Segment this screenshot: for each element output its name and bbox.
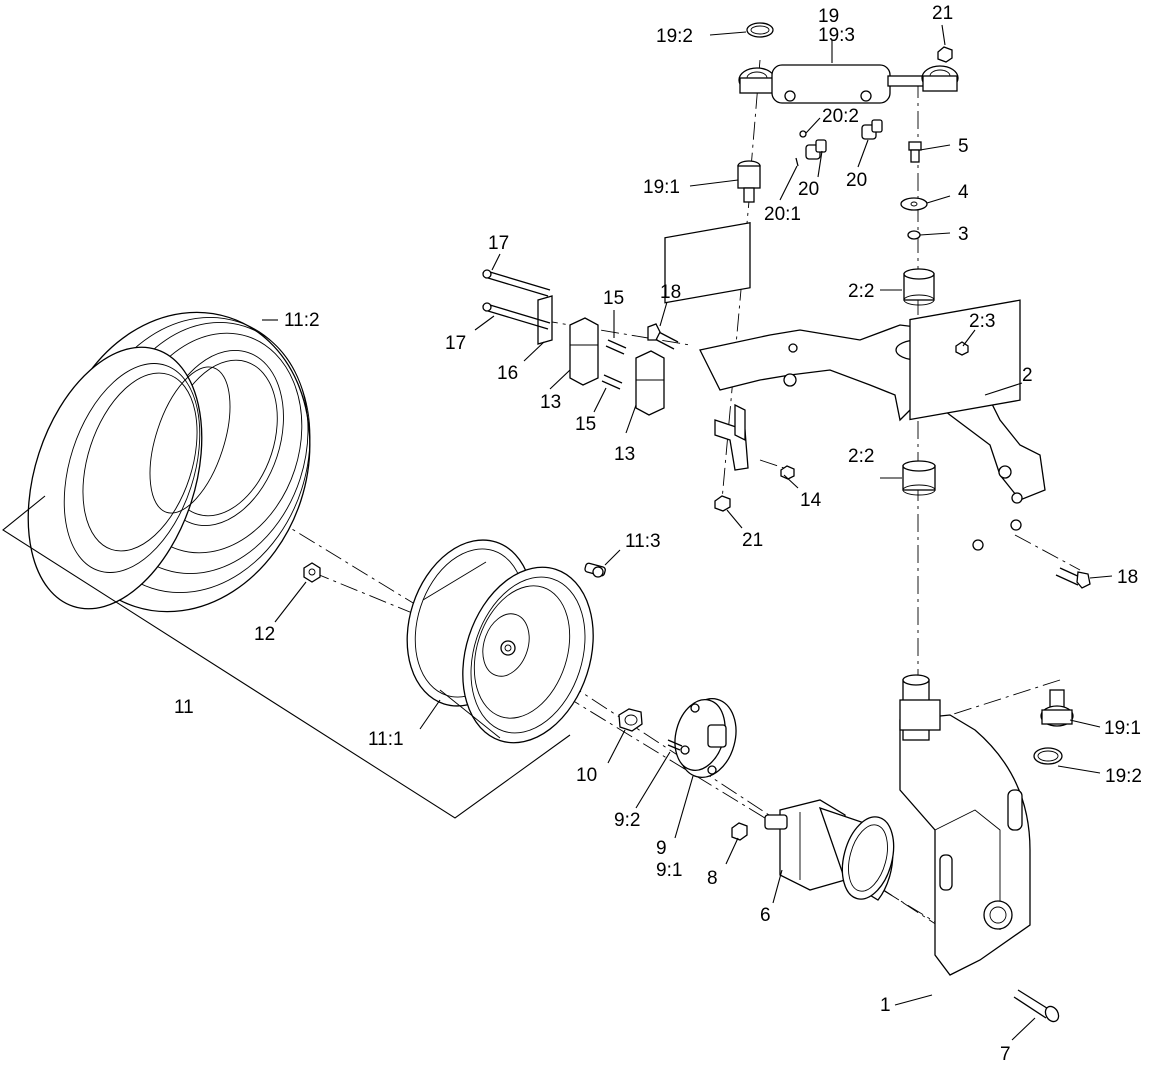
mount-plate <box>537 295 553 345</box>
ball-joint-right <box>1040 689 1074 727</box>
callout-12: 12 <box>254 624 275 645</box>
callout-7: 7 <box>1000 1044 1011 1065</box>
callout-11-3: 11:3 <box>625 531 661 552</box>
callout-11: 11 <box>174 697 194 718</box>
callout-2-3: 2:3 <box>969 311 995 332</box>
hub-nut <box>618 708 643 732</box>
bolt-18-upper <box>647 323 679 350</box>
assembly-bracket-11 <box>2 495 571 819</box>
small-nut <box>780 465 795 480</box>
callout-6: 6 <box>760 905 771 926</box>
callout-2: 2 <box>1022 365 1033 386</box>
o-ring-20-2 <box>799 130 807 138</box>
callout-10: 10 <box>576 765 597 786</box>
wheel-rim <box>406 539 594 744</box>
callout-19-2-right: 19:2 <box>1105 766 1142 787</box>
callout-14: 14 <box>800 490 822 511</box>
callout-5: 5 <box>958 136 969 157</box>
callout-2-2-upper: 2:2 <box>848 281 874 302</box>
cap-screw <box>908 141 922 163</box>
lock-nut-top <box>937 46 953 63</box>
retaining-ring <box>907 230 921 240</box>
grease-fitting <box>955 341 969 356</box>
lock-nut-lower <box>714 495 731 512</box>
callout-13-left: 13 <box>540 392 561 413</box>
callout-11-2: 11:2 <box>284 310 320 331</box>
hydraulic-fitting-left <box>805 139 827 160</box>
bushing-lower <box>902 460 936 496</box>
clamp-block-right <box>635 350 665 416</box>
flat-washer <box>900 197 928 211</box>
callout-3: 3 <box>958 224 969 245</box>
axle-frame <box>664 221 1046 551</box>
clamp-block-left <box>569 317 599 386</box>
callout-9-2: 9:2 <box>614 810 640 831</box>
callout-21-top: 21 <box>932 3 953 24</box>
callout-2-2-lower: 2:2 <box>848 446 874 467</box>
callout-21-lower: 21 <box>742 530 763 551</box>
ball-joint-top <box>737 160 761 203</box>
callout-labels: 1 2 2:2 2:2 2:3 3 4 5 6 7 8 9 9:1 9:2 10… <box>174 3 1142 1065</box>
callout-13-right: 13 <box>614 444 635 465</box>
callout-9: 9 <box>656 838 667 859</box>
snap-ring-right <box>1033 747 1063 765</box>
leader-lines <box>262 24 1113 1041</box>
callout-19-1-top: 19:1 <box>643 177 680 198</box>
lug-nut <box>303 562 321 583</box>
wheel-hub <box>667 698 737 778</box>
callout-20-left: 20 <box>798 179 819 200</box>
valve-stem <box>584 562 606 578</box>
callout-9-1: 9:1 <box>656 860 682 881</box>
pin-15-upper <box>605 339 627 355</box>
callout-19: 19 <box>818 6 839 27</box>
o-ring-20-1 <box>795 157 799 167</box>
callout-20-right: 20 <box>846 170 867 191</box>
callout-20-1: 20:1 <box>764 204 801 225</box>
callout-20-2: 20:2 <box>822 106 859 127</box>
bolt-17-upper <box>482 269 551 297</box>
callout-15-lower: 15 <box>575 414 596 435</box>
callout-18-upper: 18 <box>660 282 681 303</box>
bolt-18-lower <box>1055 567 1091 589</box>
callout-19-3: 19:3 <box>818 25 855 46</box>
callout-15-upper: 15 <box>603 288 624 309</box>
callout-8: 8 <box>707 868 718 889</box>
caster-fork <box>899 674 1031 976</box>
callout-17-upper: 17 <box>488 233 509 254</box>
pin-15-lower <box>601 374 623 390</box>
callout-16: 16 <box>497 363 518 384</box>
motor-nut <box>731 822 748 841</box>
callout-18-lower: 18 <box>1117 567 1138 588</box>
fork-bolt <box>1013 989 1060 1023</box>
steering-cylinder <box>738 64 959 104</box>
callout-19-1-right: 19:1 <box>1104 718 1141 739</box>
wheel-motor <box>764 799 895 901</box>
callout-17-lower: 17 <box>445 333 466 354</box>
callout-4: 4 <box>958 182 969 203</box>
snap-ring-top <box>746 22 774 38</box>
callout-1: 1 <box>880 995 891 1016</box>
bushing-upper <box>903 268 935 306</box>
callout-11-1: 11:1 <box>368 729 404 750</box>
tire <box>27 311 311 613</box>
hydraulic-fitting-right <box>861 119 883 140</box>
callout-19-2-top: 19:2 <box>656 26 693 47</box>
bolt-17-lower <box>482 302 551 330</box>
